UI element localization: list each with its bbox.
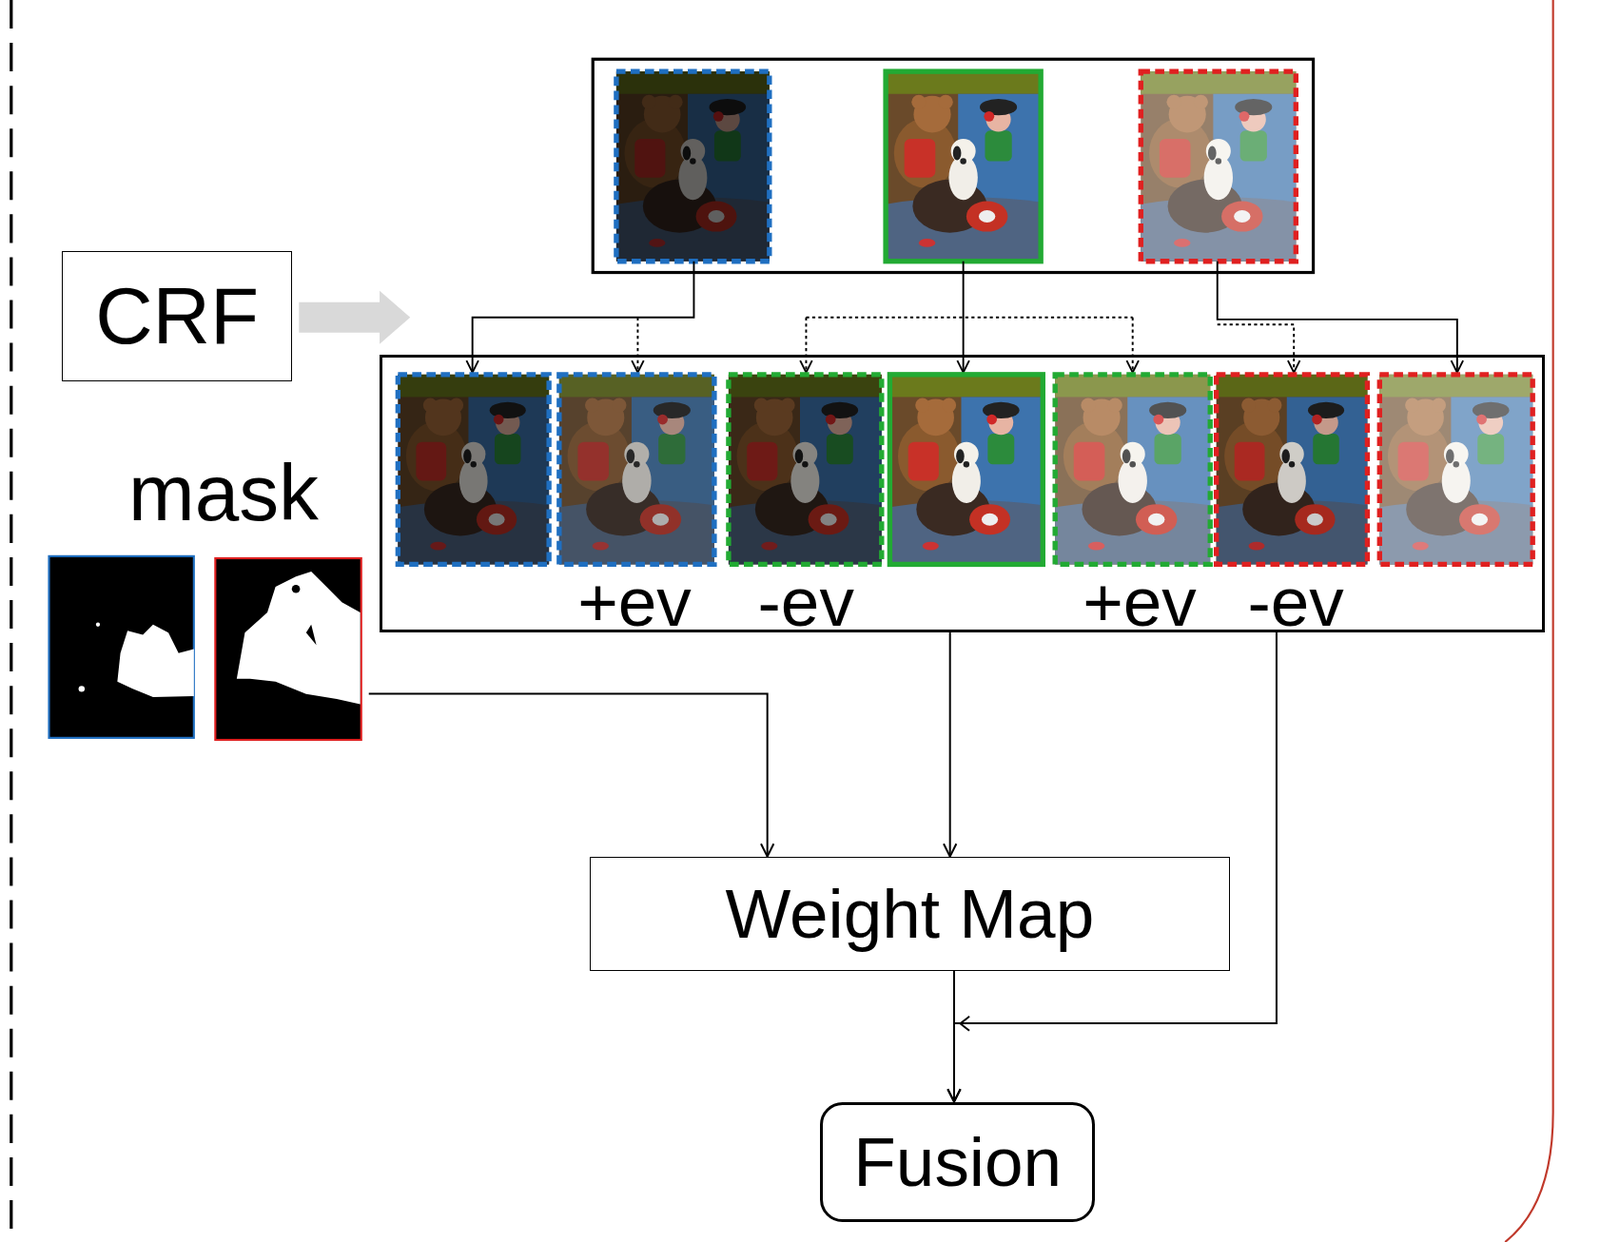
box-label: Fusion <box>853 1120 1062 1205</box>
tile-frame <box>889 374 1043 566</box>
panel-border <box>1504 0 1553 1242</box>
connector-arrow <box>369 693 768 857</box>
exposure-stack-box: +ev-ev+ev-ev <box>379 354 1545 633</box>
photo-tile <box>1140 71 1296 262</box>
dashed-separator <box>9 0 13 1242</box>
tile-frame <box>1140 71 1296 262</box>
photo-tile <box>1054 374 1210 566</box>
photo-tile <box>728 374 882 566</box>
mask-image <box>214 558 361 741</box>
box-label: CRF <box>95 268 259 364</box>
tile-frame <box>1054 374 1210 566</box>
tile-frame <box>616 71 770 262</box>
fusion-box: Fusion <box>819 1102 1095 1224</box>
photo-tile <box>885 71 1041 262</box>
tile-frame <box>397 374 549 566</box>
photo-tile <box>616 71 770 262</box>
photo-tile <box>397 374 549 566</box>
photo-tile <box>889 374 1043 566</box>
crf-box: CRF <box>61 251 293 382</box>
exposure-label: -ev <box>758 560 855 644</box>
tile-frame <box>559 374 715 566</box>
exposure-label: -ev <box>1247 560 1344 644</box>
connector-arrow <box>949 632 952 858</box>
tile-frame <box>728 374 882 566</box>
exposure-label: +ev <box>577 560 692 644</box>
tile-frame <box>1379 374 1533 566</box>
photo-tile <box>559 374 715 566</box>
photo-tile <box>1379 374 1533 566</box>
mask-group: mask <box>85 445 362 742</box>
exposure-label: +ev <box>1082 560 1197 644</box>
group-heading: mask <box>128 445 319 541</box>
block-arrow <box>298 291 410 345</box>
weight-map-box: Weight Map <box>589 857 1230 972</box>
tile-frame <box>885 71 1041 262</box>
tile-frame <box>1216 374 1368 566</box>
input-box <box>592 58 1313 273</box>
mask-image <box>48 556 194 739</box>
box-label: Weight Map <box>724 872 1094 957</box>
photo-tile <box>1216 374 1368 566</box>
